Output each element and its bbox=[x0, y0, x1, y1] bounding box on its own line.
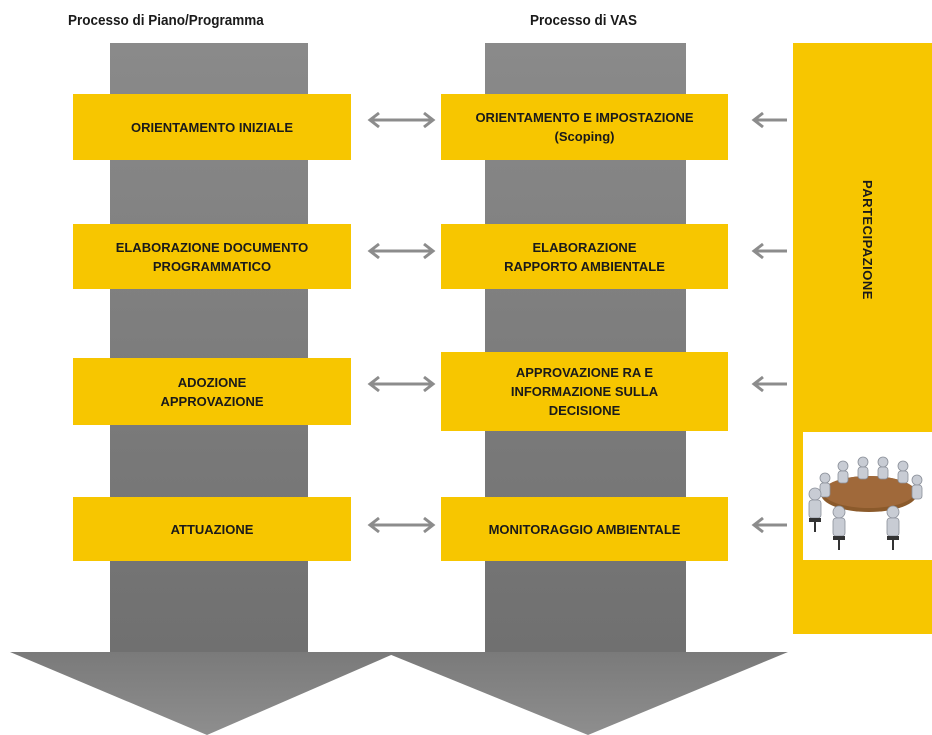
vas-step-box: ORIENTAMENTO E IMPOSTAZIONE (Scoping) bbox=[441, 94, 728, 160]
double-arrow-right-head bbox=[423, 375, 436, 393]
vas-step-label: APPROVAZIONE RA E INFORMAZIONE SULLA DEC… bbox=[510, 365, 659, 418]
participation-label: PARTECIPAZIONE bbox=[860, 180, 875, 300]
vas-step-label: MONITORAGGIO AMBIENTALE bbox=[488, 521, 681, 537]
double-arrow-right-head bbox=[423, 242, 436, 260]
double-arrow-left-head bbox=[367, 242, 380, 260]
plan-step-box: ATTUAZIONE bbox=[73, 497, 351, 561]
plan-step-label: ORIENTAMENTO INIZIALE bbox=[130, 119, 294, 135]
left-column-title: Processo di Piano/Programma bbox=[68, 12, 264, 29]
plan-step-box: ORIENTAMENTO INIZIALE bbox=[73, 94, 351, 160]
plan-step-label: ATTUAZIONE bbox=[170, 521, 254, 537]
vas-step-label: ELABORAZIONE RAPPORTO AMBIENTALE bbox=[504, 239, 665, 274]
vas-step-label: ORIENTAMENTO E IMPOSTAZIONE (Scoping) bbox=[475, 110, 694, 144]
middle-arrow-head bbox=[384, 652, 788, 735]
vas-step-box: APPROVAZIONE RA E INFORMAZIONE SULLA DEC… bbox=[441, 352, 728, 431]
double-arrow-left-head bbox=[367, 375, 380, 393]
double-arrow-right-head bbox=[423, 516, 436, 534]
participation-arrow-head bbox=[751, 375, 764, 393]
meeting-table-icon bbox=[803, 432, 932, 560]
plan-step-box: ELABORAZIONE DOCUMENTO PROGRAMMATICO bbox=[73, 224, 351, 289]
left-arrow-head bbox=[10, 652, 398, 735]
plan-step-label: ELABORAZIONE DOCUMENTO PROGRAMMATICO bbox=[115, 239, 309, 274]
vas-step-box: MONITORAGGIO AMBIENTALE bbox=[441, 497, 728, 561]
plan-step-label: ADOZIONE APPROVAZIONE bbox=[160, 374, 264, 409]
double-arrow-left-head bbox=[367, 111, 380, 129]
participation-arrow-head bbox=[751, 516, 764, 534]
participation-arrow-head bbox=[751, 111, 764, 129]
plan-step-box: ADOZIONE APPROVAZIONE bbox=[73, 358, 351, 425]
double-arrow-left-head bbox=[367, 516, 380, 534]
vas-step-box: ELABORAZIONE RAPPORTO AMBIENTALE bbox=[441, 224, 728, 289]
double-arrow-right-head bbox=[423, 111, 436, 129]
middle-column-title: Processo di VAS bbox=[530, 12, 638, 29]
participation-arrow-head bbox=[751, 242, 764, 260]
